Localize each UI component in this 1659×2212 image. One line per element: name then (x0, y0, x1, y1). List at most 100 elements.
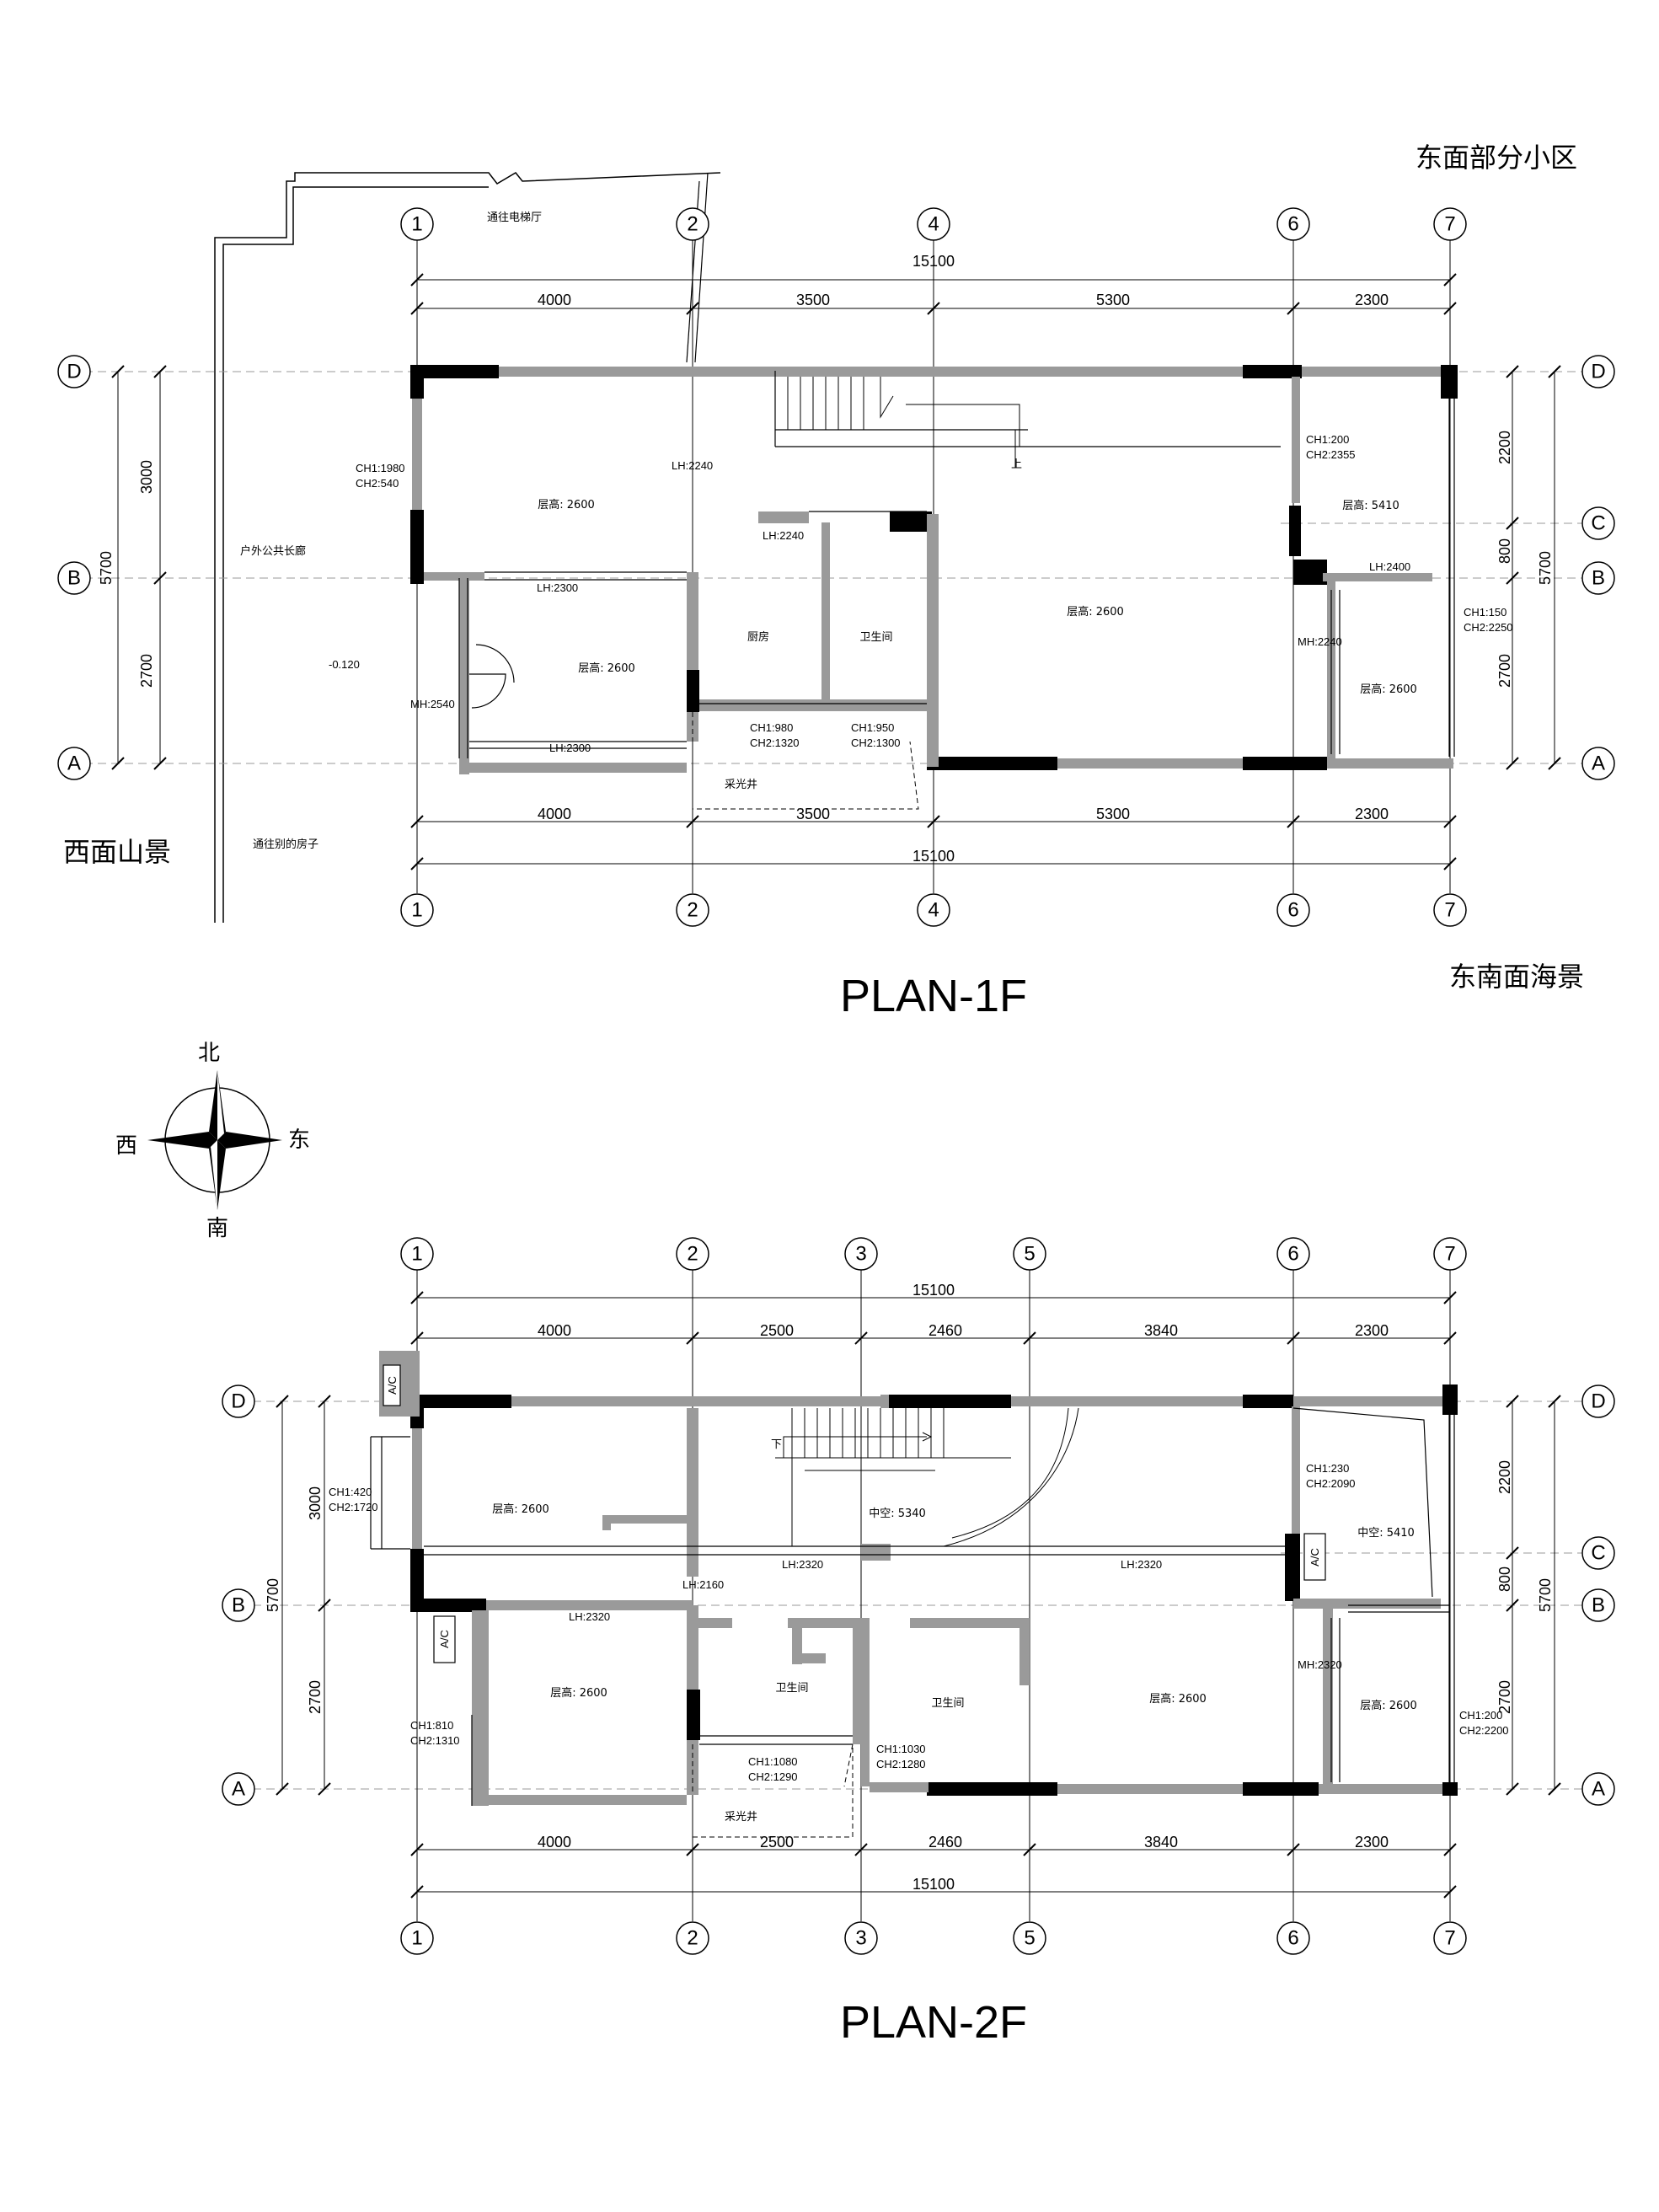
dim2-top-2: 2500 (760, 1322, 794, 1339)
axis-4-top: 4 (928, 213, 939, 236)
compass-north: 北 (198, 1041, 220, 1066)
dim2-right-dc: 2200 (1496, 1460, 1513, 1494)
room-ne-height: 层高: 5410 (1342, 499, 1399, 512)
row-a-left: A (67, 753, 81, 775)
note-ch-west-1: CH1:1980 (356, 462, 405, 474)
level-label: -0.120 (329, 658, 360, 671)
dim2-right-ba: 2700 (1496, 1680, 1513, 1714)
note2-ch-k2: CH2:1290 (748, 1770, 798, 1783)
compass-east: 东 (288, 1127, 310, 1153)
axis2-6-bottom: 6 (1287, 1927, 1298, 1950)
note2-ch-e1: CH1:200 (1459, 1709, 1502, 1722)
note2-ch-w1: CH1:420 (329, 1486, 372, 1498)
dim-left-total: 5700 (98, 551, 115, 585)
southeast-sea-label: 东南面海景 (1449, 961, 1584, 993)
axis-2-top: 2 (687, 213, 698, 236)
note2-ch-k1: CH1:1080 (748, 1755, 798, 1768)
ac-label-1: A/C (386, 1376, 399, 1395)
dim2-total-bottom: 15100 (912, 1876, 955, 1893)
axis-4-bottom: 4 (928, 899, 939, 922)
dim-left-upper: 3000 (138, 460, 155, 494)
room2-se-height: 层高: 2600 (1360, 1699, 1417, 1712)
room2-sw-height: 层高: 2600 (550, 1686, 607, 1700)
compass-south: 南 (206, 1216, 228, 1241)
bathroom-label: 卫生间 (859, 631, 892, 644)
dim2-bottom-2: 2500 (760, 1834, 794, 1850)
row-d-left: D (67, 361, 81, 383)
dim2-top-1: 4000 (538, 1322, 571, 1339)
axis-7-bottom: 7 (1444, 899, 1455, 922)
room-nw-height: 层高: 2600 (538, 498, 595, 511)
note-ch-west-2: CH2:540 (356, 477, 399, 490)
dim2-left-total: 5700 (265, 1578, 281, 1612)
note-ch-e2: CH2:2250 (1464, 621, 1513, 634)
stairs-down-label: 下 (771, 1438, 782, 1450)
note-ch-ne1: CH1:200 (1306, 433, 1349, 446)
axis2-3-top: 3 (855, 1243, 866, 1266)
ac-label-2: A/C (438, 1630, 451, 1648)
dim2-top-5: 2300 (1355, 1322, 1389, 1339)
note2-ch-w2: CH2:1720 (329, 1501, 378, 1513)
row2-a-left: A (232, 1778, 245, 1801)
stairs-up-label: 上 (1011, 458, 1022, 470)
row2-b-left: B (232, 1594, 245, 1617)
dim2-bottom-4: 3840 (1144, 1834, 1178, 1850)
row-b-right: B (1592, 567, 1605, 590)
note2-ch-ne2: CH2:2090 (1306, 1477, 1356, 1490)
dim-left-lower: 2700 (138, 654, 155, 688)
kitchen-label: 厨房 (747, 630, 769, 644)
dim2-top-3: 2460 (929, 1322, 962, 1339)
room-center-height: 层高: 2600 (1067, 605, 1124, 619)
note-lh2300-b: LH:2300 (549, 742, 591, 754)
dim-top-4: 2300 (1355, 292, 1389, 308)
dim-right-total: 5700 (1537, 551, 1554, 585)
axis2-3-bottom: 3 (855, 1927, 866, 1950)
dim-bottom-2: 3500 (796, 806, 830, 822)
row2-b-right: B (1592, 1594, 1605, 1617)
row2-c-right: C (1591, 1542, 1605, 1565)
note2-ch-sw2: CH2:1310 (410, 1734, 460, 1747)
axis-2-bottom: 2 (687, 899, 698, 922)
plan-2f-title: PLAN-2F (840, 1997, 1027, 2048)
axis2-7-top: 7 (1444, 1243, 1455, 1266)
note-ch-k1: CH1:980 (750, 721, 793, 734)
void-center-label: 中空: 5340 (869, 1508, 926, 1520)
note2-ch-b1: CH1:1030 (876, 1743, 926, 1755)
room2-nw-height: 层高: 2600 (492, 1502, 549, 1516)
to-other-house-label: 通往别的房子 (253, 838, 318, 850)
note-ch-k2: CH2:1320 (750, 736, 800, 749)
light-well2-label: 采光井 (725, 1810, 757, 1823)
row-b-left: B (67, 567, 81, 590)
dim2-bottom-5: 2300 (1355, 1834, 1389, 1850)
room-se-height: 层高: 2600 (1360, 683, 1417, 696)
axis2-1-bottom: 1 (411, 1927, 422, 1950)
note2-lh2320-a: LH:2320 (569, 1610, 610, 1623)
dim-bottom-4: 2300 (1355, 806, 1389, 822)
row2-a-right: A (1592, 1778, 1605, 1801)
dim2-right-cb: 800 (1496, 1567, 1513, 1592)
dim2-left-upper: 3000 (307, 1486, 324, 1520)
note2-lh2320-c: LH:2320 (1121, 1558, 1162, 1571)
ac-label-3: A/C (1308, 1548, 1321, 1567)
dim-top-3: 5300 (1096, 292, 1130, 308)
note2-ch-b2: CH2:1280 (876, 1758, 926, 1770)
axis2-2-top: 2 (687, 1243, 698, 1266)
dim2-top-4: 3840 (1144, 1322, 1178, 1339)
axis2-5-top: 5 (1024, 1243, 1035, 1266)
note-lh2400: LH:2400 (1369, 560, 1410, 573)
axis2-5-bottom: 5 (1024, 1927, 1035, 1950)
dim-total-top: 15100 (912, 253, 955, 270)
axis-6-bottom: 6 (1287, 899, 1298, 922)
note-ch-b1: CH1:950 (851, 721, 894, 734)
dim-right-ba: 2700 (1496, 654, 1513, 688)
note-lh2240-top: LH:2240 (672, 459, 713, 472)
dim2-total-top: 15100 (912, 1282, 955, 1299)
room2-center-height: 层高: 2600 (1149, 1692, 1207, 1706)
west-mountain-label: 西面山景 (63, 836, 171, 868)
note2-mh2320: MH:2320 (1298, 1658, 1342, 1671)
axis2-7-bottom: 7 (1444, 1927, 1455, 1950)
compass-rose: 北 南 西 东 (115, 1041, 310, 1241)
note-ch-b2: CH2:1300 (851, 736, 901, 749)
bathroom-a-label: 卫生间 (775, 1682, 808, 1695)
